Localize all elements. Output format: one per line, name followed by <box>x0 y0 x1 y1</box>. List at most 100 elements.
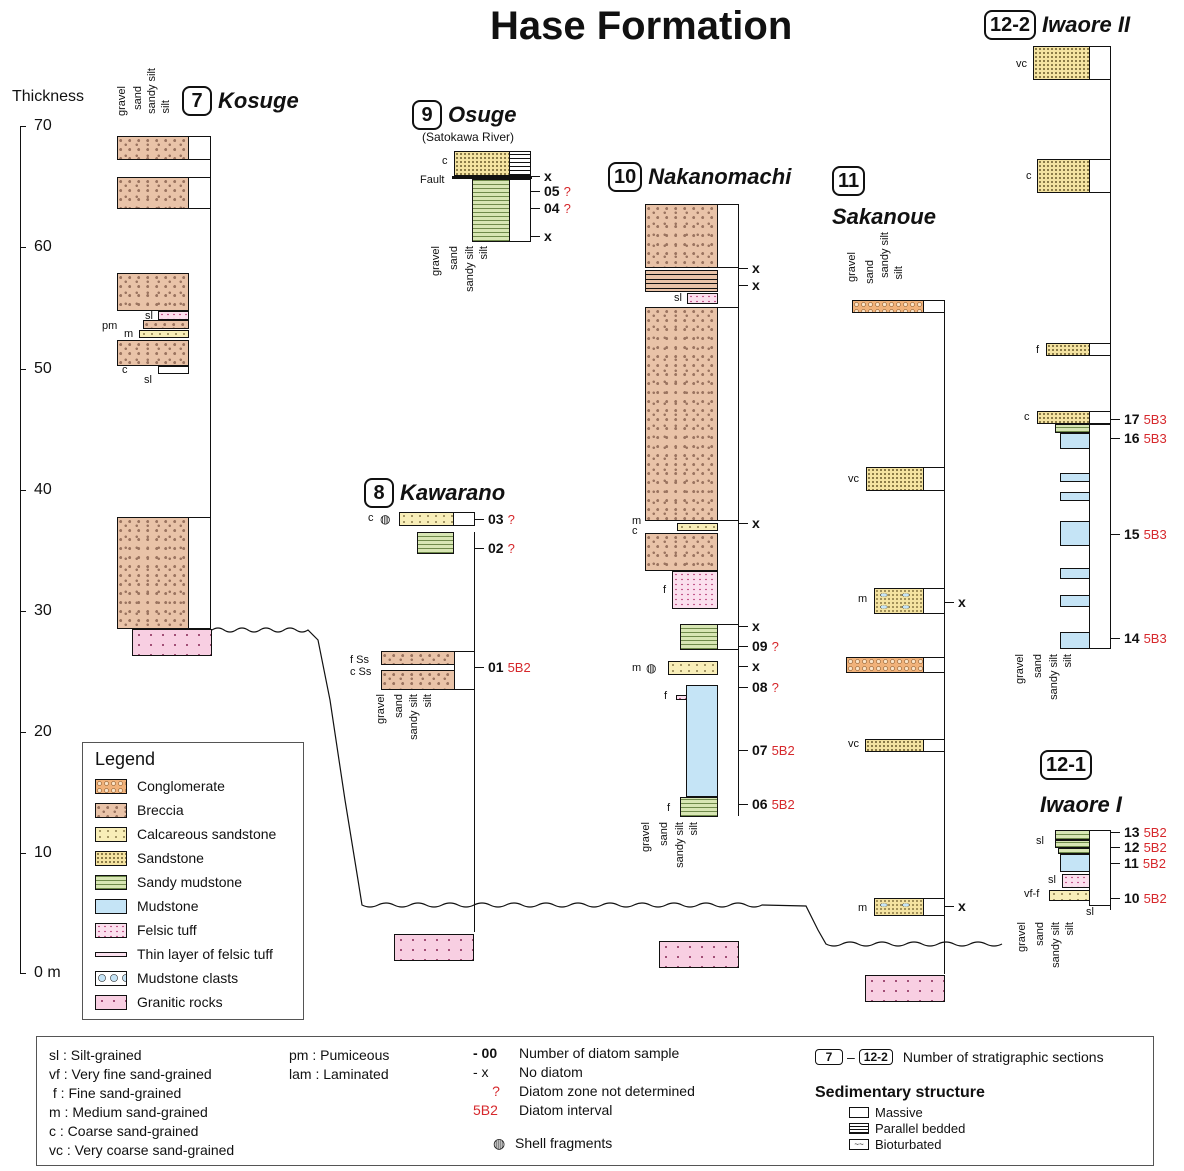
bed-massive <box>717 307 739 521</box>
sample-marker: 05? <box>530 183 571 199</box>
sample-marker: 075B2 <box>738 742 795 758</box>
notes-box: sl : Silt-grained vf : Very fine sand-gr… <box>36 1036 1154 1166</box>
bed-breccia-bedded <box>645 270 718 292</box>
grain-silt: silt <box>1062 654 1074 667</box>
legend-swatch <box>95 803 127 818</box>
bed-mudstone <box>686 685 718 797</box>
section-iwaore1-header: 12-1 <box>1040 750 1092 780</box>
bed-mudstone-clasts <box>874 898 924 916</box>
grain-label: sl <box>1036 835 1044 847</box>
bed-mudstone <box>1060 492 1090 501</box>
legend-item: Sandy mudstone <box>95 870 303 894</box>
grain-sand: sand <box>1034 922 1046 946</box>
grain-label: c <box>122 364 128 376</box>
grain-label: vc <box>1016 58 1027 70</box>
other-abbrev-list: pm : Pumiceous lam : Laminated <box>289 1047 389 1085</box>
section-osuge-header: 9 Osuge <box>412 100 516 130</box>
bed-tuff <box>687 293 718 304</box>
bed-sandy-mudstone <box>1055 840 1090 848</box>
bed-sandy-mudstone <box>1055 830 1090 840</box>
legend-item: Conglomerate <box>95 774 303 798</box>
bed-calc-sandstone <box>677 523 718 531</box>
section-iwaore2-header: 12-2 Iwaore II <box>984 10 1130 40</box>
grain-label: m <box>858 593 867 605</box>
grain-gravel: gravel <box>846 252 858 282</box>
bed-calc-sandstone <box>139 330 189 338</box>
legend-item: Breccia <box>95 798 303 822</box>
sample-marker: 04? <box>530 200 571 216</box>
bed-breccia <box>645 204 718 268</box>
grain-sandy-silt: sandy silt <box>879 232 891 278</box>
bed-thin-tuff <box>158 366 189 374</box>
bed-sandstone <box>1037 411 1090 424</box>
grain-label: c <box>1026 170 1032 182</box>
bed-mudstone <box>1060 632 1090 649</box>
bed-massive <box>923 739 945 752</box>
sample-marker: x <box>738 658 760 674</box>
sample-marker: 175B3 <box>1110 411 1167 427</box>
sample-marker: 02? <box>474 540 515 556</box>
legend-swatch <box>95 851 127 866</box>
grain-sandy-silt: sandy silt <box>1048 654 1060 700</box>
sample-marker: x <box>738 260 760 276</box>
grain-silt: silt <box>893 266 905 279</box>
bed-sandstone <box>1046 343 1090 356</box>
grain-gravel: gravel <box>430 246 442 276</box>
sample-marker: x <box>530 168 552 184</box>
bed-sandy-mudstone <box>680 797 718 817</box>
section-sakanoue-header: 11 <box>832 166 865 196</box>
sample-marker: 08? <box>738 679 779 695</box>
sample-marker: x <box>944 898 966 914</box>
grain-label: sl <box>674 292 682 304</box>
grain-label: f <box>667 802 670 814</box>
section-name: Nakanomachi <box>648 164 791 190</box>
bed-massive <box>923 467 945 491</box>
sample-marker: 015B2 <box>474 659 531 675</box>
bed-massive <box>188 177 211 209</box>
sample-marker: x <box>738 618 760 634</box>
sample-marker: 03? <box>474 511 515 527</box>
legend-item: Calcareous sandstone <box>95 822 303 846</box>
legend-item: Thin layer of felsic tuff <box>95 942 303 966</box>
section-column-line <box>944 300 945 974</box>
grain-label: c Ss <box>350 666 371 678</box>
bed-breccia <box>117 340 189 366</box>
bed-massive <box>453 512 475 526</box>
grain-sand: sand <box>448 246 460 270</box>
bed-massive <box>923 657 945 673</box>
bed-mudstone <box>1060 595 1090 607</box>
bed-calc-sandstone <box>399 512 454 526</box>
bed-mudstone <box>1060 521 1090 546</box>
sample-marker: 125B2 <box>1110 839 1167 855</box>
section-name: Osuge <box>448 102 516 128</box>
section-name: Iwaore I <box>1040 792 1122 818</box>
bed-sandstone <box>865 739 924 752</box>
bed-breccia <box>117 273 189 311</box>
bed-breccia <box>645 533 718 571</box>
sedstruct-item: ~~Bioturbated <box>849 1136 1104 1152</box>
section-name: Iwaore II <box>1042 12 1130 38</box>
grain-sandy-silt: sandy silt <box>146 68 158 114</box>
bed-massive <box>454 651 475 690</box>
grain-label: m <box>858 902 867 914</box>
symbol-key: - 00Number of diatom sample - xNo diatom… <box>473 1045 695 1154</box>
grain-label: m <box>632 662 641 674</box>
bed-bioturbated <box>717 624 739 650</box>
grain-gravel: gravel <box>375 694 387 724</box>
bed-massive <box>923 588 945 614</box>
legend-swatch <box>95 995 127 1010</box>
sedstruct-title: Sedimentary structure <box>815 1084 1104 1102</box>
bed-breccia <box>381 651 455 665</box>
sedstruct-item: Massive <box>849 1104 1104 1120</box>
bed-mudstone-clasts <box>874 588 924 614</box>
grain-sandy-silt: sandy silt <box>1050 922 1062 968</box>
section-number: 10 <box>608 162 642 192</box>
bed-breccia <box>117 136 189 160</box>
grain-label: vc <box>848 738 859 750</box>
legend-item: Mudstone clasts <box>95 966 303 990</box>
legend-swatch <box>95 923 127 938</box>
grain-label: pm <box>102 320 117 332</box>
section-nakanomachi-header: 10 Nakanomachi <box>608 162 791 192</box>
grain-silt: silt <box>1064 922 1076 935</box>
bed-granite <box>659 941 739 968</box>
